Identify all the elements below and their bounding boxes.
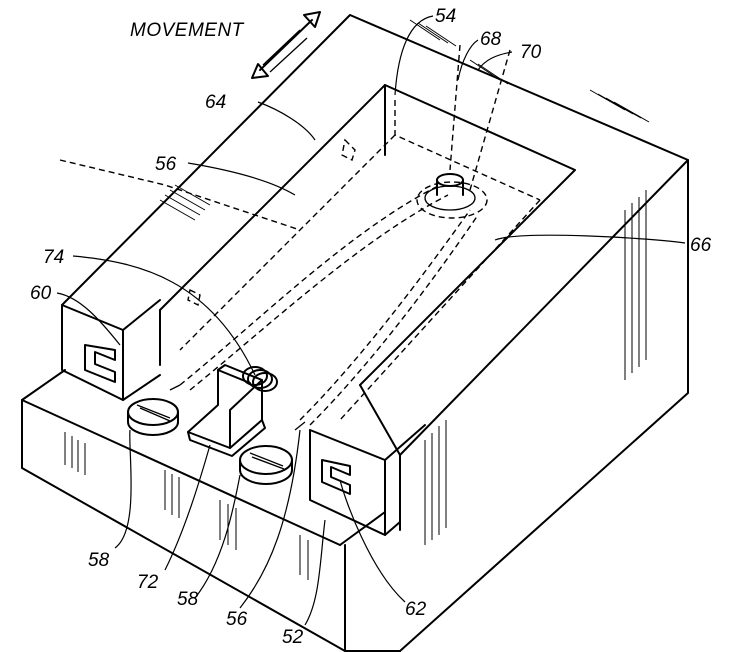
- left-screw: [127, 398, 179, 436]
- label-68: 68: [480, 29, 502, 50]
- label-60: 60: [30, 283, 52, 304]
- label-58-left: 58: [88, 550, 110, 571]
- label-56-bottom: 56: [226, 609, 248, 630]
- label-66: 66: [690, 235, 712, 256]
- label-74: 74: [43, 247, 64, 268]
- right-clip: [321, 459, 351, 495]
- housing-body: [21, 14, 689, 652]
- label-64: 64: [205, 92, 226, 113]
- label-72: 72: [137, 572, 159, 593]
- movement-arrow: [251, 11, 321, 79]
- reference-labels: MOVEMENT 54 68 70 64 56 66 74 60 58 72 5…: [30, 6, 712, 648]
- surface-hatching: [64, 19, 650, 580]
- label-54: 54: [435, 6, 456, 27]
- movement-label: MOVEMENT: [130, 20, 245, 41]
- label-62: 62: [405, 599, 427, 620]
- label-52: 52: [282, 627, 304, 648]
- label-58-right: 58: [177, 589, 199, 610]
- wire-loop: [169, 184, 479, 431]
- label-70: 70: [520, 42, 542, 63]
- hidden-lines: [59, 44, 541, 421]
- right-screw: [239, 445, 293, 485]
- post-element: [416, 173, 488, 219]
- leader-lines: [56, 15, 686, 626]
- coil-spring: [242, 366, 278, 392]
- left-clip: [84, 344, 116, 383]
- label-56-top: 56: [155, 154, 177, 175]
